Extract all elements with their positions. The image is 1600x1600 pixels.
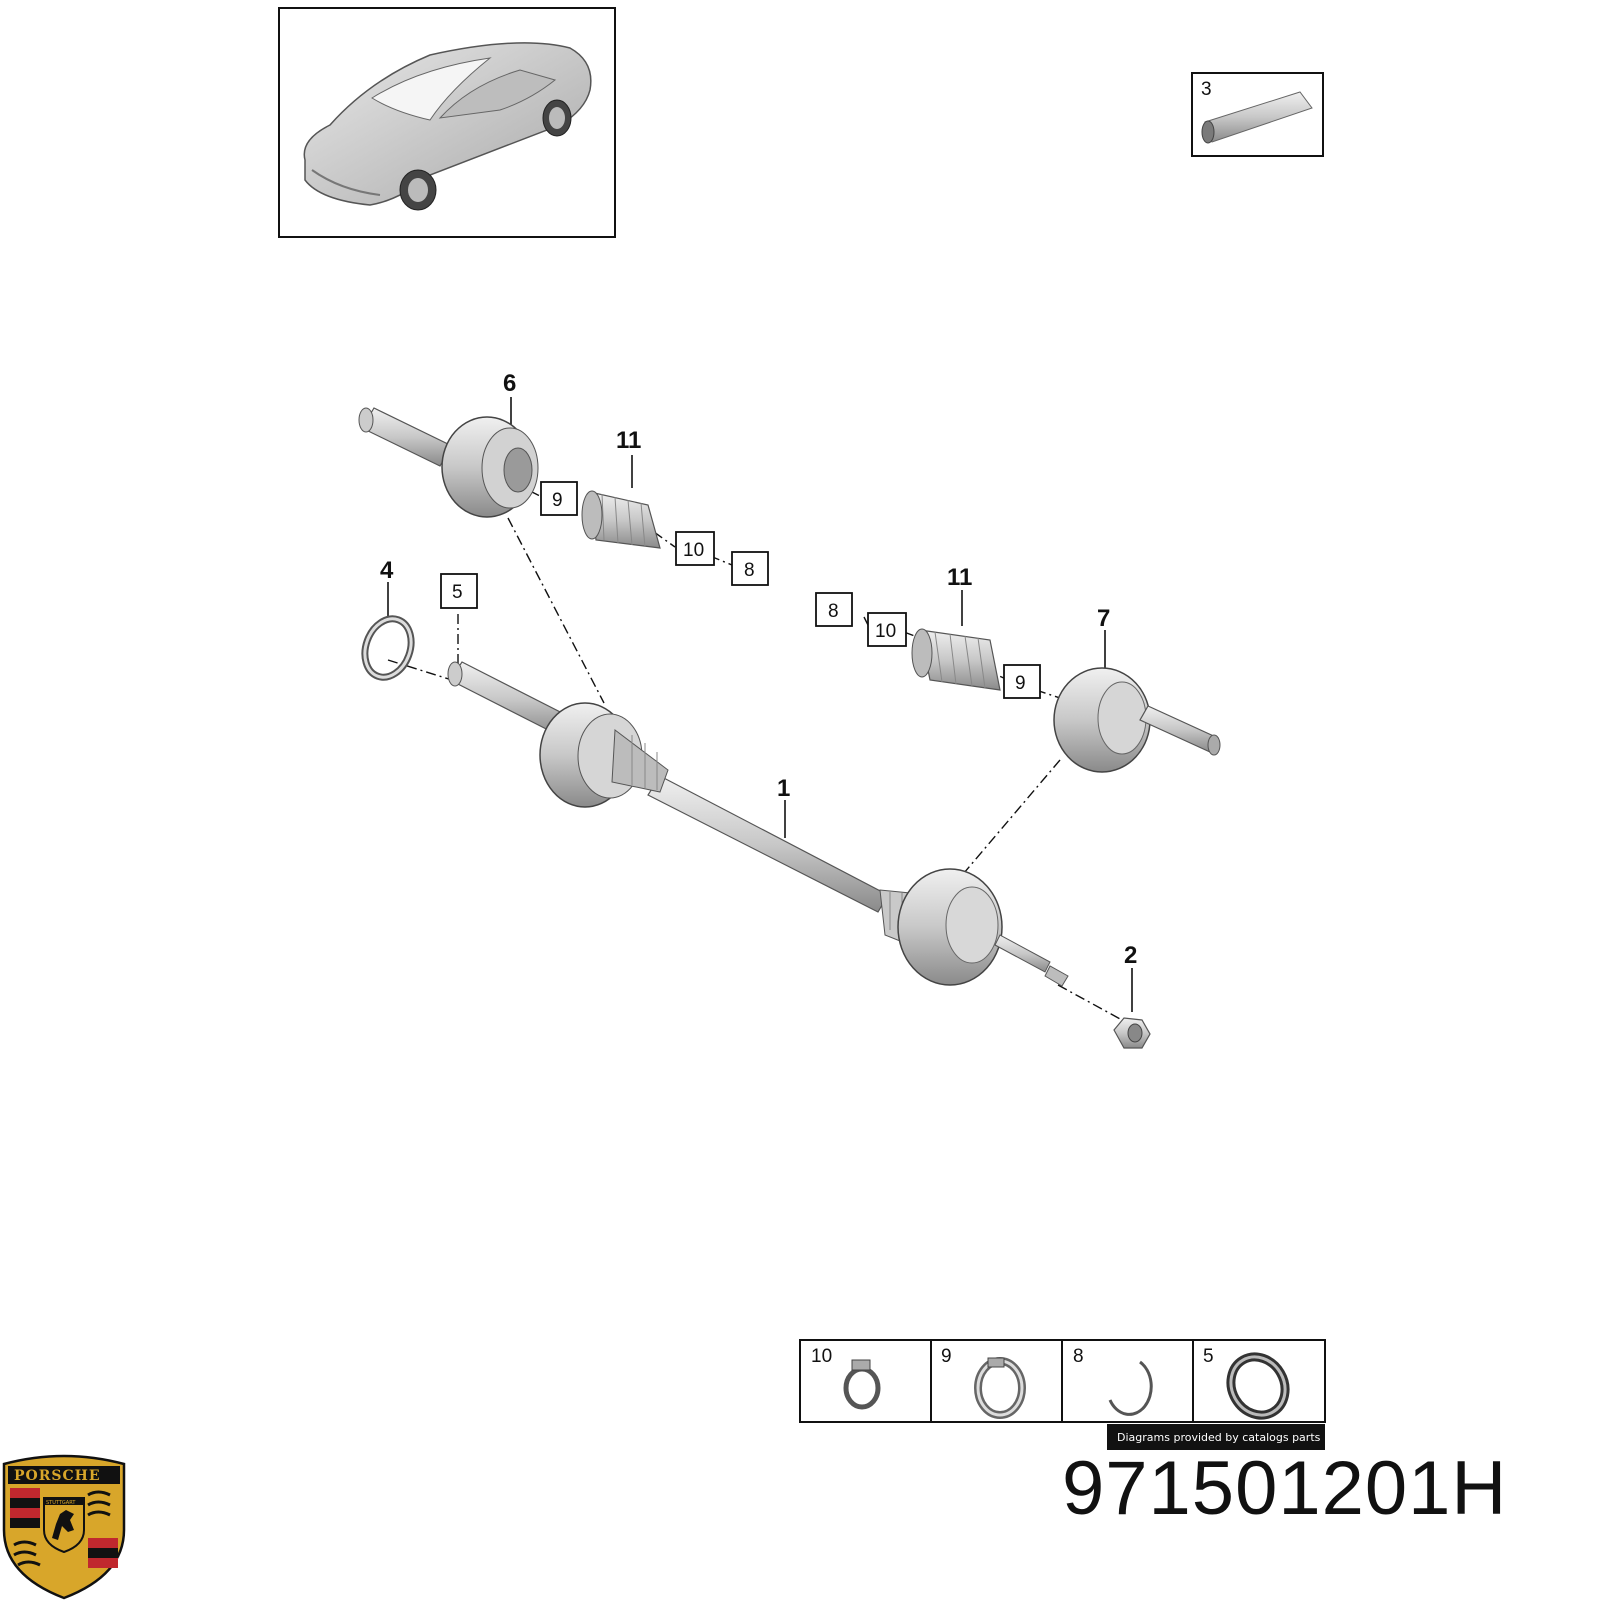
porsche-crest-logo: PORSCHE STUTTGART [2, 1454, 126, 1600]
callout-6-label[interactable]: 6 [503, 370, 516, 397]
part-number: 971501201H [1062, 1446, 1508, 1531]
callout-9-box-lower[interactable]: 9 [1003, 664, 1041, 699]
callout-9-box-upper[interactable]: 9 [540, 481, 578, 516]
callout-2-label[interactable]: 2 [1124, 942, 1137, 969]
cv-boot-upper[interactable] [581, 490, 661, 549]
legend-item-9[interactable]: 9 [941, 1346, 1026, 1419]
vehicle-overview [278, 7, 616, 238]
callout-4-label[interactable]: 4 [380, 557, 394, 584]
callout-10-box-upper[interactable]: 10 [675, 531, 715, 566]
callout-5-label: 5 [452, 582, 463, 603]
callout-7-label[interactable]: 7 [1097, 605, 1110, 632]
seal-ring[interactable] [357, 612, 419, 683]
inner-cv-joint [539, 702, 669, 808]
drive-shaft[interactable] [447, 661, 1069, 987]
grease-tube-icon [1201, 91, 1313, 144]
callout-3-label: 3 [1201, 79, 1212, 100]
porsche-crest-stuttgart: STUTTGART [46, 1500, 76, 1506]
legend-num-5: 5 [1203, 1346, 1214, 1367]
outer-joint-assembly[interactable] [1053, 667, 1221, 773]
callout-8-box-lower[interactable]: 8 [815, 592, 853, 627]
callout-8-box-upper[interactable]: 8 [731, 551, 769, 586]
callout-10-box-lower[interactable]: 10 [867, 612, 907, 647]
callout-11-label-upper[interactable]: 11 [616, 427, 641, 454]
hub-nut[interactable] [1113, 1017, 1151, 1049]
callout-9-label-lower: 9 [1015, 673, 1026, 694]
callout-1-label[interactable]: 1 [777, 775, 790, 802]
callout-8-label-upper: 8 [744, 560, 755, 581]
porsche-crest-wordmark: PORSCHE [14, 1468, 101, 1484]
callout-9-label-upper: 9 [552, 490, 563, 511]
car-icon [303, 42, 592, 211]
legend-num-10: 10 [811, 1346, 832, 1367]
legend-item-8[interactable]: 8 [1073, 1346, 1153, 1416]
hose-clamp-icon [843, 1359, 881, 1410]
legend-strip: 10 9 8 5 [799, 1339, 1326, 1425]
credit-text: Diagrams provided by catalogs parts [1117, 1431, 1321, 1444]
callout-10-label-upper: 10 [683, 540, 704, 561]
legend-num-8: 8 [1073, 1346, 1084, 1367]
callout-10-label-lower: 10 [875, 621, 896, 642]
band-clamp-icon [974, 1357, 1026, 1419]
callout-8-label-lower: 8 [828, 601, 839, 622]
callout-11-label-lower[interactable]: 11 [947, 564, 972, 591]
legend-item-10[interactable]: 10 [811, 1346, 881, 1410]
cv-boot-lower[interactable] [911, 628, 1001, 691]
callout-5-box[interactable]: 5 [440, 573, 478, 609]
retaining-ring-icon [1108, 1360, 1153, 1416]
legend-num-9: 9 [941, 1346, 952, 1367]
legend-item-5[interactable]: 5 [1203, 1346, 1296, 1425]
circlip-icon [1226, 1352, 1290, 1420]
outer-cv-joint [879, 868, 1069, 987]
credit-bar: Diagrams provided by catalogs parts [1107, 1424, 1325, 1450]
callout-3-box[interactable]: 3 [1191, 72, 1324, 157]
inner-joint-assembly[interactable] [358, 407, 539, 518]
